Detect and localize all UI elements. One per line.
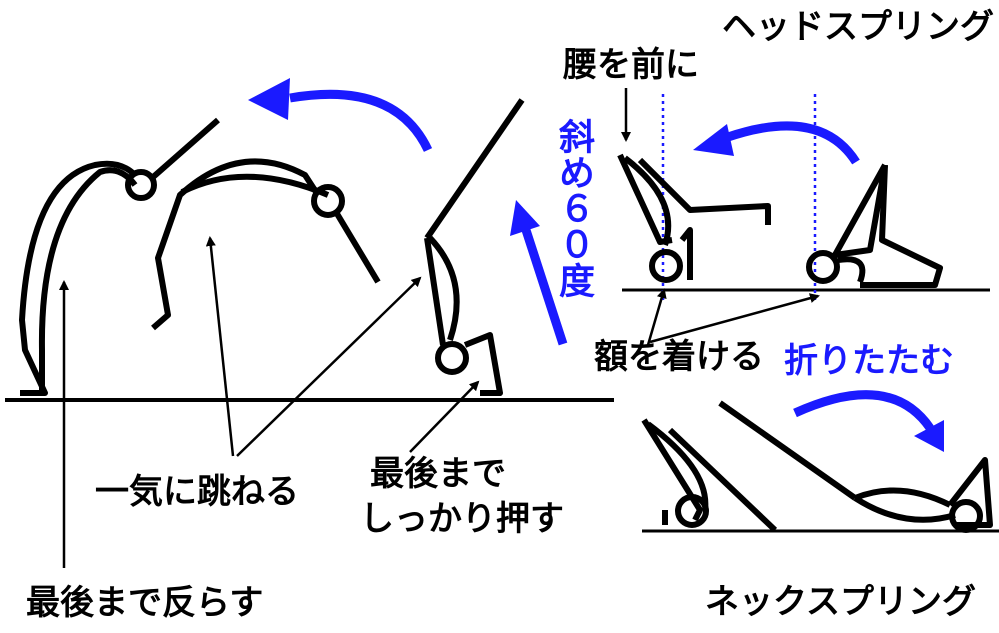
- pointer-jump-right: [237, 278, 420, 456]
- push-label-line1: 最後まで: [370, 457, 506, 491]
- jump-at-once-label: 一気に跳ねる: [95, 475, 299, 509]
- figure-head-spring-start: [809, 165, 940, 285]
- hips-forward-label: 腰を前に: [563, 48, 699, 82]
- push-label-line2: しっかり押す: [360, 502, 564, 536]
- pointer-jump-left: [210, 238, 233, 456]
- blue-arrow-fold: [795, 395, 944, 452]
- arch-to-end-label: 最後まで反らす: [26, 586, 263, 620]
- blue-arrow-head-spring: [693, 124, 856, 162]
- figure-neck-spring-pike: [644, 420, 775, 530]
- pointer-push: [410, 382, 478, 452]
- angle-sixty-label: 斜め６０度: [555, 118, 591, 298]
- figure-headstand-push: [427, 100, 522, 393]
- figure-neck-spring-fold: [720, 403, 990, 530]
- figure-head-spring-pike: [620, 155, 768, 280]
- figure-bridge-arc: [153, 161, 378, 328]
- neck-spring-title: ネックスプリング: [705, 585, 976, 619]
- blue-arrow-over-main: [248, 78, 428, 150]
- head-spring-title: ヘッドスプリング: [722, 10, 994, 44]
- pointer-forehead-right: [650, 296, 818, 342]
- fold-label: 折りたたむ: [784, 344, 954, 378]
- figure-arched-landing: [20, 120, 218, 393]
- forehead-contact-label: 額を着ける: [594, 340, 764, 374]
